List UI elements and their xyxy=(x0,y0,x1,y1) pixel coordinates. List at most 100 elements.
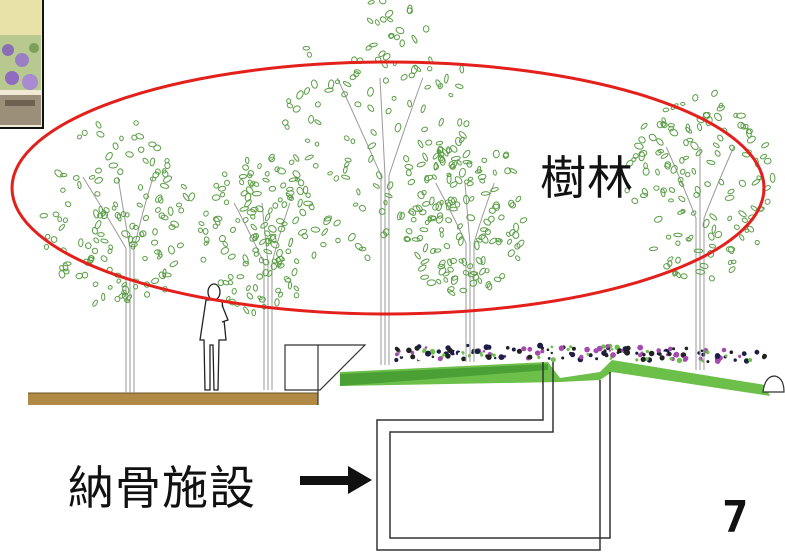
flower-dot xyxy=(602,355,606,359)
flower-dot xyxy=(701,352,706,357)
forest-highlight-ellipse xyxy=(10,60,766,316)
flower-dot xyxy=(507,351,511,355)
flower-dot xyxy=(748,358,753,362)
flower-dot xyxy=(474,348,481,355)
flower-dot xyxy=(741,351,747,357)
flower-dot xyxy=(706,360,710,364)
flower-dot xyxy=(656,348,661,353)
flower-dot xyxy=(550,345,554,349)
flower-dot xyxy=(656,352,661,356)
flower-dot xyxy=(743,358,750,364)
ossuary-structure xyxy=(376,362,611,551)
flower-dot xyxy=(561,356,565,360)
grass-mound xyxy=(340,360,770,396)
flower-dot xyxy=(610,348,614,351)
flower-dot xyxy=(406,347,412,354)
flower-dot xyxy=(486,354,492,361)
flower-dot xyxy=(733,358,737,362)
tree xyxy=(399,136,528,362)
tree xyxy=(282,0,473,365)
flower-dot xyxy=(605,344,610,349)
flower-dot xyxy=(416,344,422,349)
page-number: 7 xyxy=(722,492,749,543)
flower-dot xyxy=(467,354,472,358)
flower-dot xyxy=(622,356,626,360)
flower-dot xyxy=(637,344,644,351)
flower-dot xyxy=(684,346,689,351)
flower-dot xyxy=(648,350,655,357)
flower-dot xyxy=(579,351,582,354)
flower-dot xyxy=(588,353,593,358)
flower-dot xyxy=(638,353,643,358)
flower-dot xyxy=(437,356,443,362)
flower-dot xyxy=(764,350,769,355)
flower-dot xyxy=(436,349,441,354)
flower-dot xyxy=(672,347,676,351)
flower-dot xyxy=(616,351,620,355)
flower-dot xyxy=(558,345,565,352)
flower-dot xyxy=(400,353,403,357)
flower-dot xyxy=(685,352,689,355)
flower-dot xyxy=(669,357,673,361)
flower-dot xyxy=(550,357,556,363)
flower-dot xyxy=(521,346,527,352)
flower-dot xyxy=(625,345,631,351)
flower-dot xyxy=(688,356,694,361)
flower-dot xyxy=(447,347,453,353)
flower-dot xyxy=(557,353,561,357)
flower-dot xyxy=(596,345,603,352)
flower-dot xyxy=(410,354,416,360)
flower-dot xyxy=(537,355,541,359)
flower-dot xyxy=(714,353,721,359)
flower-dot xyxy=(565,355,570,360)
flower-dot xyxy=(586,353,590,356)
flower-dot xyxy=(761,355,767,360)
flower-dot xyxy=(642,353,646,357)
garden-photo-thumbnail xyxy=(0,0,44,129)
tree-group xyxy=(39,0,776,393)
flower-dot xyxy=(754,349,760,355)
flower-dot xyxy=(738,354,742,358)
flower-dot xyxy=(516,348,523,354)
flower-dot xyxy=(395,352,399,357)
flower-dot xyxy=(515,345,518,349)
flower-dot xyxy=(709,355,713,359)
flower-dot xyxy=(442,353,446,357)
flower-dot xyxy=(527,346,533,352)
tree xyxy=(624,89,776,370)
flower-dot xyxy=(746,349,751,355)
flower-dot xyxy=(500,343,505,349)
flower-dot xyxy=(422,348,427,353)
flower-dot xyxy=(540,346,545,350)
flower-dot xyxy=(511,347,516,352)
flower-dot xyxy=(569,345,573,349)
ossuary-facility-label: 納骨施設 xyxy=(68,461,256,515)
flower-dot xyxy=(724,354,728,358)
flower-dot xyxy=(482,350,486,353)
flower-dot xyxy=(584,346,590,353)
flower-dot xyxy=(527,355,531,360)
flower-dot xyxy=(461,356,466,362)
flower-dot xyxy=(682,359,686,362)
flower-dot xyxy=(550,351,553,355)
flower-dot xyxy=(640,356,646,362)
flower-dot xyxy=(659,355,665,361)
retaining-wall xyxy=(284,344,367,405)
flower-dot xyxy=(566,347,570,352)
flower-dot xyxy=(700,349,704,353)
flower-dot xyxy=(542,355,545,358)
flower-dot xyxy=(466,343,470,348)
flower-dot xyxy=(494,356,497,360)
flower-dot xyxy=(618,353,623,358)
flower-dot xyxy=(394,357,399,363)
flower-dot xyxy=(547,357,551,360)
flower-dot xyxy=(711,352,716,357)
flower-dot xyxy=(676,357,683,364)
flower-dot xyxy=(410,350,415,355)
flower-dot xyxy=(492,353,496,357)
flower-dot xyxy=(540,349,545,354)
flower-dot xyxy=(662,351,668,358)
flower-dot xyxy=(532,348,536,352)
flower-dot xyxy=(721,347,727,353)
